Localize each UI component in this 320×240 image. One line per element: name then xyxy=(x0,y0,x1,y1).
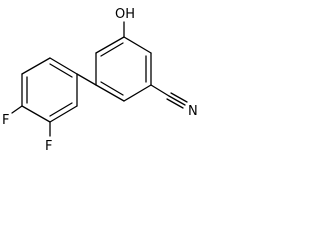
bond-c-cn-carbon xyxy=(150,84,170,97)
bond-b2-b3 xyxy=(49,105,78,123)
fluorine-para-label: F xyxy=(2,113,9,128)
structure-diagram: OH N F F xyxy=(2,7,198,154)
bond-a4-a5-inner xyxy=(100,81,124,96)
bond-b5-b6 xyxy=(21,57,51,75)
bond-a6-a1 xyxy=(95,36,125,54)
nitrile-triple-bond-2 xyxy=(170,92,188,103)
bond-b2-b3-inner xyxy=(49,102,73,117)
nitrile-triple-bond-3 xyxy=(166,98,184,109)
nitrile-triple-bond-1 xyxy=(168,95,186,106)
hydroxyl-label: OH xyxy=(115,7,135,22)
bond-a1-a2 xyxy=(123,36,152,54)
bond-biaryl xyxy=(76,73,97,86)
bond-a3-a4 xyxy=(123,84,152,102)
ring-b xyxy=(21,57,78,123)
bond-b6-b1-inner xyxy=(49,63,73,78)
ring-a xyxy=(95,36,152,102)
bond-c-f-para xyxy=(11,105,23,114)
nitrogen-label: N xyxy=(188,104,198,119)
bond-a4-a5 xyxy=(95,84,125,102)
fluorine-meta-label: F xyxy=(45,139,52,154)
bond-a6-a1-inner xyxy=(100,42,124,57)
bond-b6-b1 xyxy=(49,57,78,75)
bond-b3-b4 xyxy=(21,105,51,123)
